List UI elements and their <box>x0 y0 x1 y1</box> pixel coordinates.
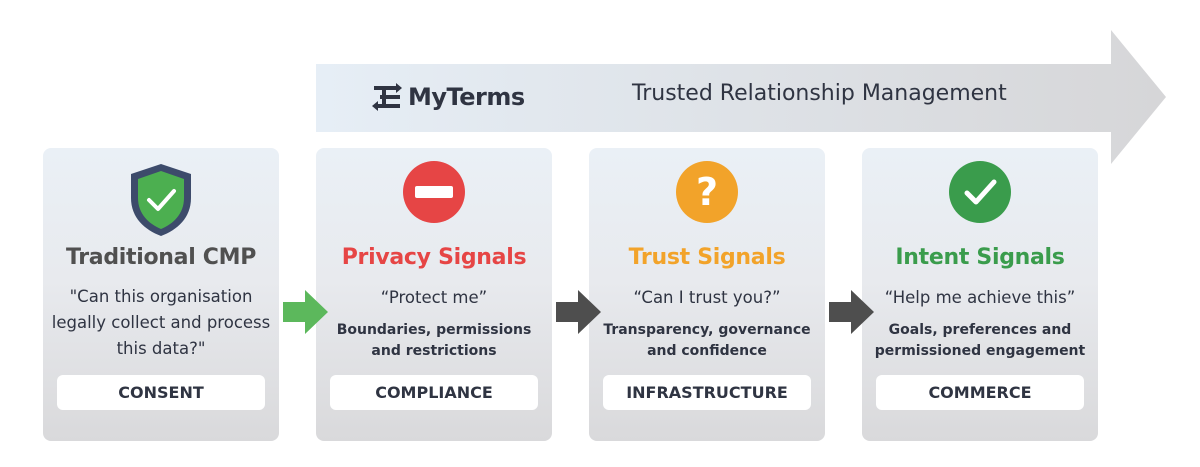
checkmark-icon <box>949 161 1011 223</box>
card-title: Trust Signals <box>628 245 786 270</box>
card-tag: CONSENT <box>57 375 265 410</box>
card-trust-signals: ? Trust Signals “Can I trust you?” Trans… <box>589 148 825 441</box>
card-intent-signals: Intent Signals “Help me achieve this” Go… <box>862 148 1098 441</box>
arrow-right-icon <box>829 290 874 334</box>
card-quote: “Help me achieve this” <box>884 288 1076 307</box>
card-quote: “Protect me” <box>380 288 488 307</box>
card-title: Privacy Signals <box>341 245 527 270</box>
card-tag: COMMERCE <box>876 375 1084 410</box>
arrow-right-icon <box>556 290 601 334</box>
card-subtitle: Transparency, governance and confidence <box>603 322 811 359</box>
no-entry-icon <box>403 161 465 223</box>
card-subtitle: Boundaries, permissions and restrictions <box>336 322 532 359</box>
card-tag: INFRASTRUCTURE <box>603 375 811 410</box>
myterms-logo: MyTerms <box>370 80 525 114</box>
card-title: Intent Signals <box>895 245 1065 270</box>
banner-title: Trusted Relationship Management <box>632 81 1007 106</box>
question-icon: ? <box>676 161 738 223</box>
card-tag: COMPLIANCE <box>330 375 538 410</box>
card-quote: “Can I trust you?” <box>633 288 781 307</box>
myterms-logo-text: MyTerms <box>408 83 525 111</box>
card-privacy-signals: Privacy Signals “Protect me” Boundaries,… <box>316 148 552 441</box>
myterms-logo-icon <box>372 83 402 111</box>
card-subtitle: Goals, preferences and permissioned enga… <box>874 322 1086 359</box>
card-title: Traditional CMP <box>65 245 257 270</box>
card-quote: "Can this organisation legally collect a… <box>51 287 271 358</box>
arrow-right-icon <box>283 290 328 334</box>
shield-check-icon <box>131 164 191 236</box>
card-traditional-cmp: Traditional CMP "Can this organisation l… <box>43 148 279 441</box>
svg-text:?: ? <box>696 170 718 214</box>
